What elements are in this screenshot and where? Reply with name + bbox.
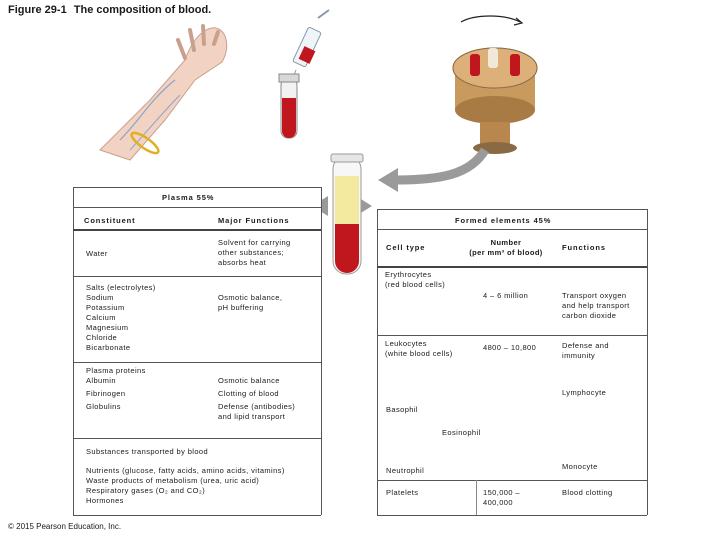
platelets-number: 150,000 – 400,000 — [483, 488, 520, 507]
arrow-head-to-tube — [378, 168, 398, 192]
plasma-heading: Plasma 55% — [162, 193, 215, 202]
plasma-col-functions: Major Functions — [218, 216, 290, 225]
formed-col-cell-type: Cell type — [386, 243, 426, 252]
collection-tube-icon — [278, 73, 300, 139]
lymphocyte-label: Lymphocyte — [562, 388, 607, 397]
figure-title: Figure 29-1 The composition of blood. — [8, 4, 211, 16]
centrifuge-icon — [452, 15, 538, 154]
figure-title-text: The composition of blood. — [73, 4, 212, 16]
leukocytes-number: 4800 – 10,800 — [483, 343, 537, 352]
formed-elements-table — [377, 209, 648, 515]
erythrocytes-number: 4 – 6 million — [483, 291, 529, 300]
eosinophil-label: Eosinophil — [442, 428, 481, 437]
formed-col-number: Number (per mm³ of blood) — [469, 238, 543, 257]
plasma-row-globulins-function: Defense (antibodies) and lipid transport — [218, 402, 296, 421]
arrow-to-tube — [394, 147, 489, 185]
plasma-table — [73, 187, 322, 515]
plasma-row-albumin-function: Osmotic balance — [218, 376, 280, 385]
copyright-notice: © 2015 Pearson Education, Inc. — [8, 522, 122, 531]
plasma-row-globulins-constituent: Globulins — [86, 402, 121, 411]
platelets-label: Platelets — [386, 488, 419, 497]
plasma-row-salts-function: Osmotic balance, pH buffering — [218, 293, 283, 312]
platelets-function: Blood clotting — [562, 488, 613, 497]
transported-heading: Substances transported by blood — [86, 447, 209, 456]
leukocytes-function: Defense and immunity — [562, 341, 609, 360]
plasma-col-constituent: Constituent — [84, 216, 136, 225]
figure-number: Figure 29-1 — [8, 4, 67, 16]
tourniquet — [130, 131, 160, 155]
syringe-icon — [291, 9, 330, 81]
leukocytes-label: Leukocytes (white blood cells) — [385, 339, 453, 358]
transported-items: Nutrients (glucose, fatty acids, amino a… — [86, 466, 285, 505]
erythrocytes-function: Transport oxygen and help transport carb… — [562, 291, 630, 320]
separated-blood-tube — [330, 153, 364, 275]
monocyte-label: Monocyte — [562, 462, 598, 471]
plasma-row-water-function: Solvent for carrying other substances; a… — [218, 238, 291, 267]
formed-heading: Formed elements 45% — [455, 216, 552, 225]
plasma-row-proteins-constituent: Plasma proteins Albumin — [86, 366, 146, 385]
plasma-row-water-constituent: Water — [86, 249, 108, 258]
formed-col-functions: Functions — [562, 243, 606, 252]
neutrophil-label: Neutrophil — [386, 466, 425, 475]
plasma-row-salts-constituent: Salts (electrolytes) Sodium Potassium Ca… — [86, 283, 156, 352]
plasma-row-fibrinogen-function: Clotting of blood — [218, 389, 280, 398]
plasma-row-fibrinogen-constituent: Fibrinogen — [86, 389, 126, 398]
arm-illustration — [99, 24, 228, 161]
erythrocytes-label: Erythrocytes (red blood cells) — [385, 270, 446, 289]
basophil-label: Basophil — [386, 405, 418, 414]
